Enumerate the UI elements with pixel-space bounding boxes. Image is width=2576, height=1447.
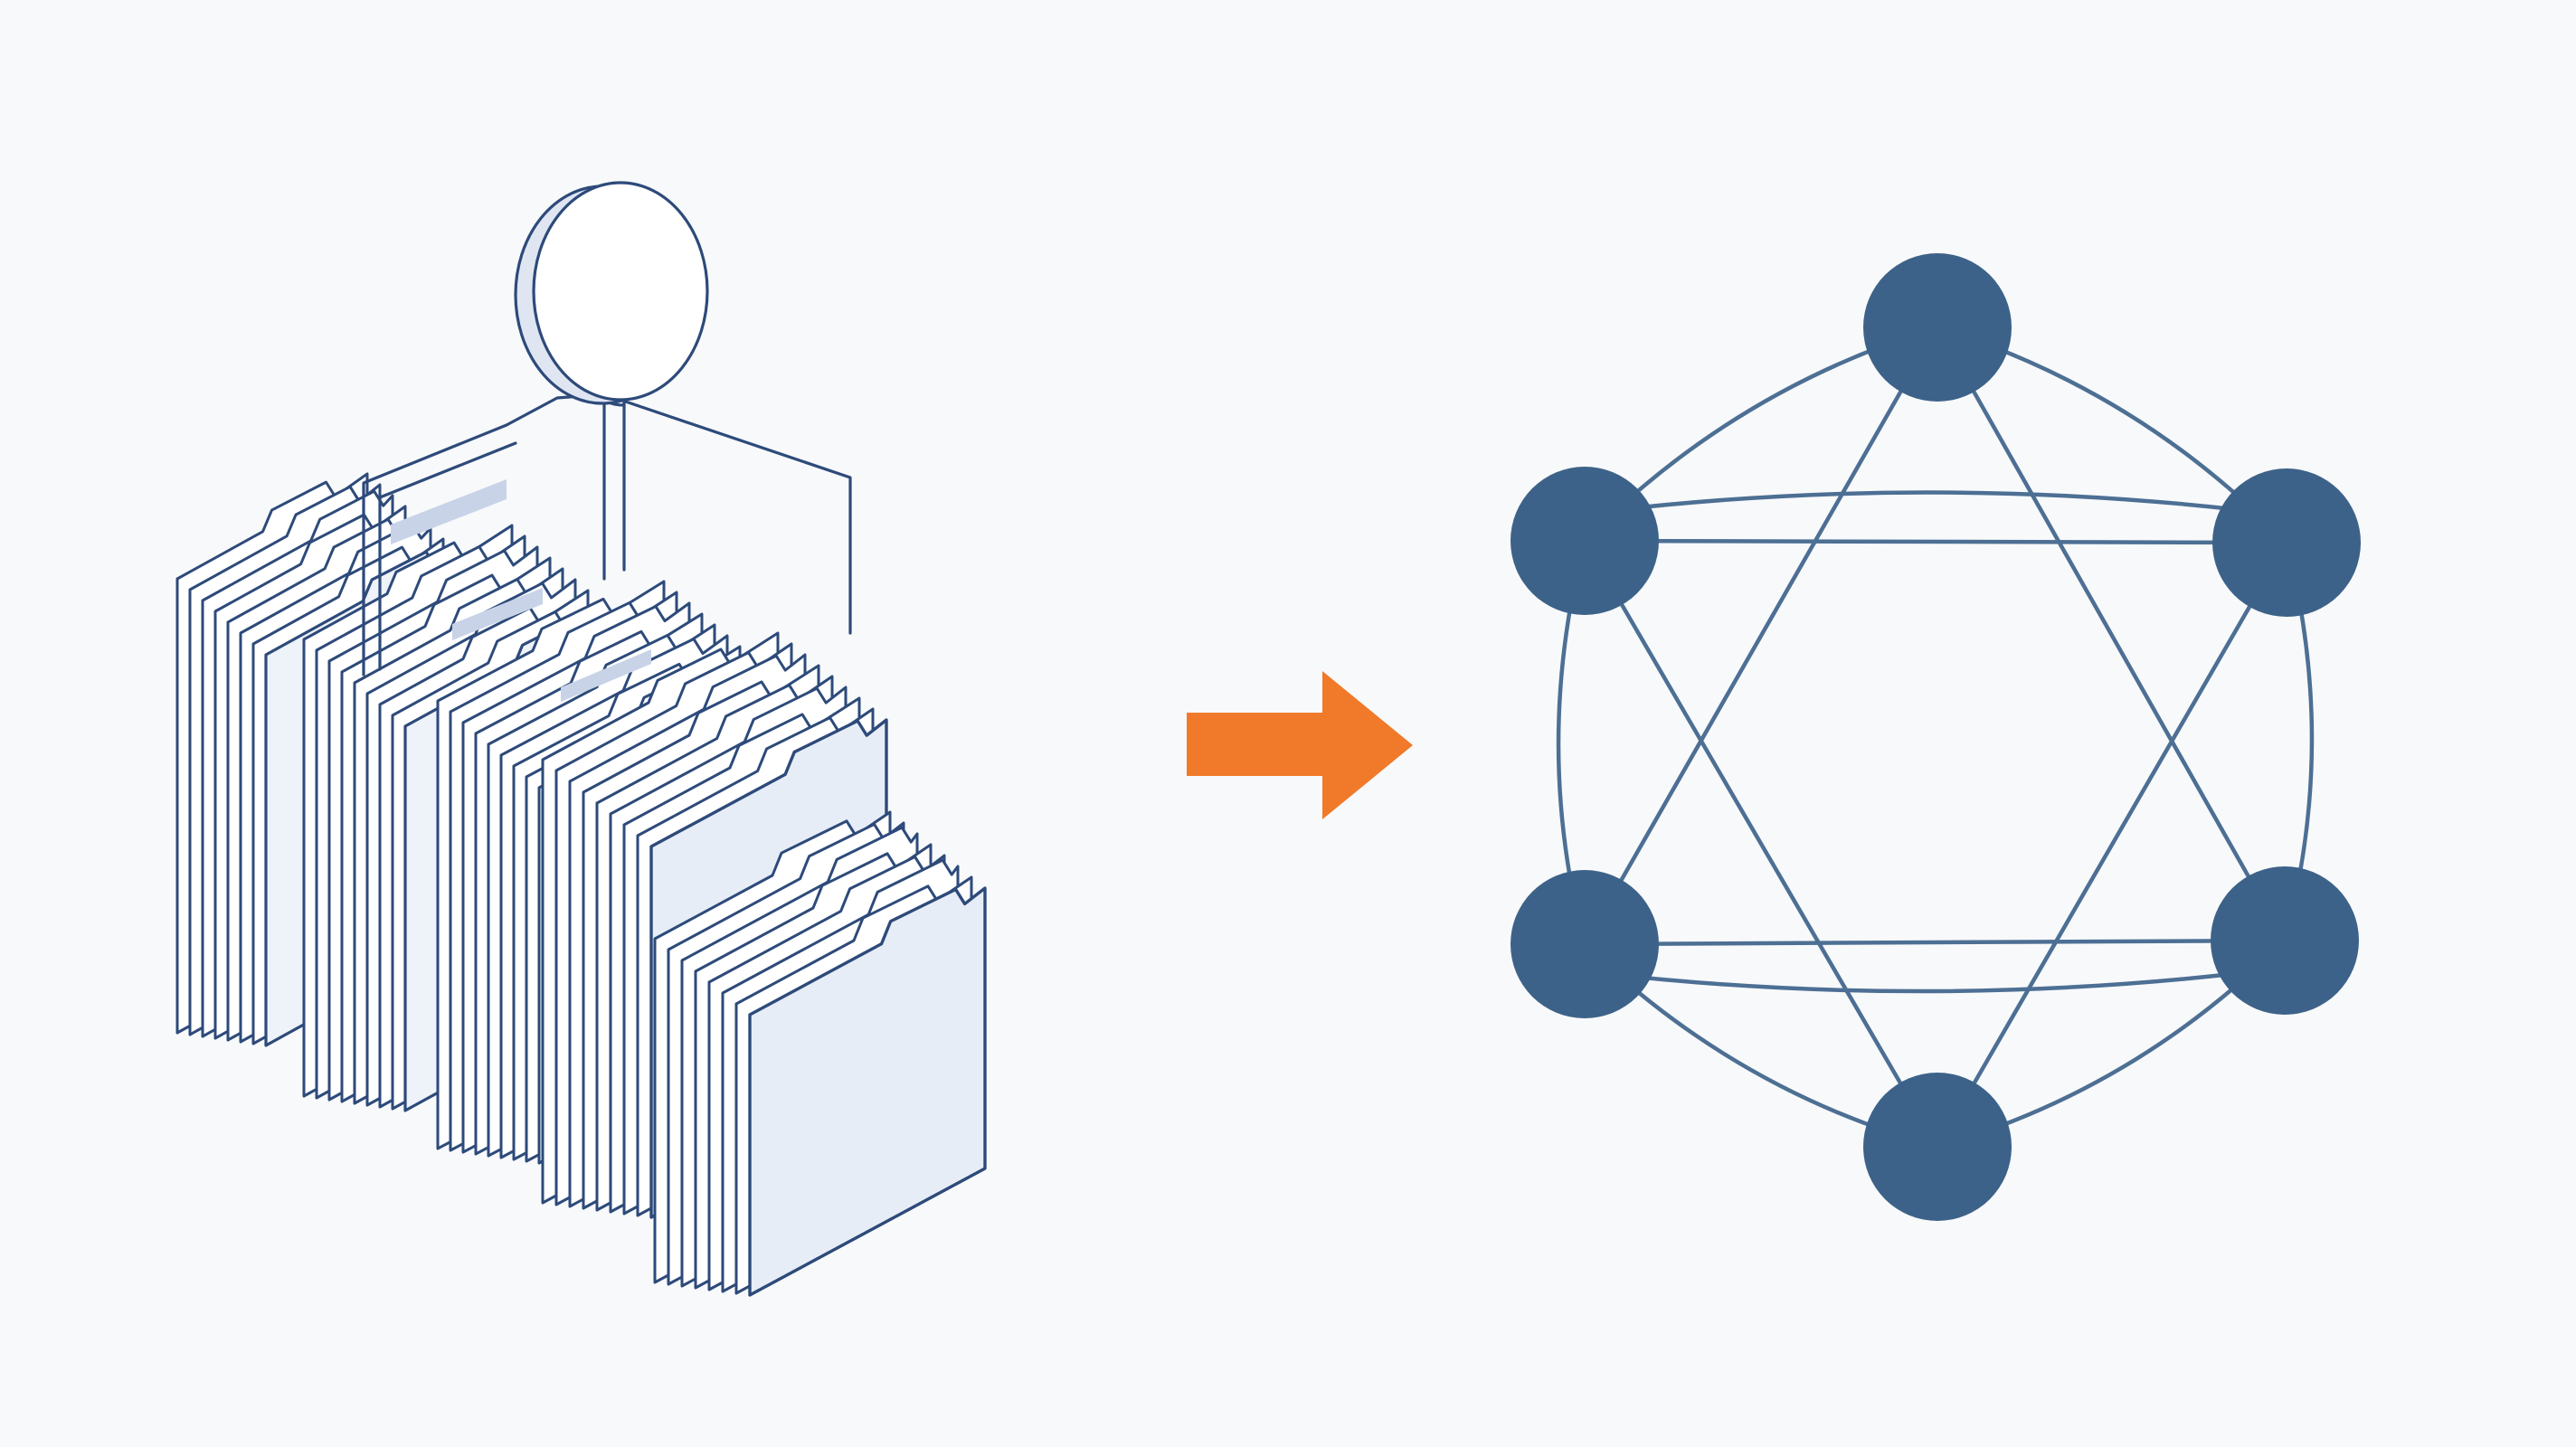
chord-link (1582, 965, 2287, 994)
cross-link (1582, 325, 1940, 947)
handle-frame (362, 392, 852, 676)
cross-link (1582, 938, 2287, 947)
arrow-right-icon (1187, 671, 1413, 819)
network-node-top (1863, 253, 2012, 402)
network-node-upper-right (2212, 468, 2361, 617)
network-node-upper-left (1511, 467, 1659, 615)
chord-link (1582, 490, 2289, 518)
file-folders-icon (175, 181, 987, 1297)
cross-link (1582, 538, 2289, 545)
network-graph-icon (1511, 253, 2361, 1221)
handle-disc-face (532, 181, 709, 402)
tab-shading (391, 479, 507, 544)
folder-handle (362, 181, 852, 702)
handle-pole (602, 392, 626, 581)
tab-shading (561, 649, 651, 702)
network-node-lower-left (1511, 870, 1659, 1018)
network-node-bottom (1863, 1073, 2012, 1221)
arrow-right-shape (1187, 671, 1413, 819)
network-nodes (1511, 253, 2361, 1221)
network-links (1556, 325, 2315, 1149)
handle-frame-inner (378, 441, 517, 671)
folder (748, 886, 987, 1297)
cross-link (1935, 540, 2289, 1149)
cross-link (1935, 325, 2287, 943)
folder-group (653, 810, 987, 1297)
tab-shading (452, 588, 543, 640)
cross-link (1582, 538, 1940, 1149)
network-node-lower-right (2211, 866, 2359, 1015)
